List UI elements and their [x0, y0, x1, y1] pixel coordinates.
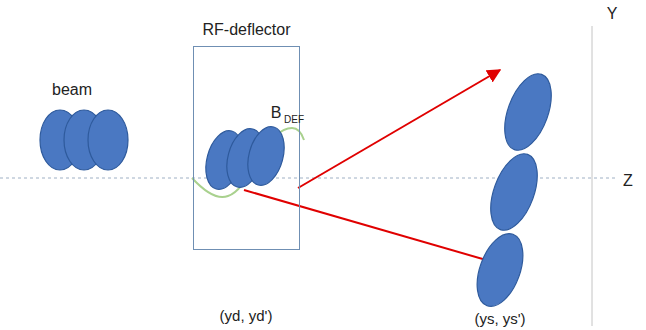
screen-bunches: [468, 68, 560, 313]
y-axis: [592, 26, 593, 326]
field-symbol: B: [271, 104, 282, 122]
field-subscript: DEF: [284, 114, 304, 125]
coordinate-label: (yd, yd'): [220, 308, 273, 325]
bunch: [482, 148, 547, 237]
beam-label: beam: [52, 81, 92, 99]
axis-label: Z: [623, 172, 633, 190]
incoming-bunches: [40, 110, 128, 170]
box-heading: RF-deflector: [202, 21, 290, 39]
deflector-box: RF-deflector: [193, 46, 300, 250]
axis-label: Y: [607, 5, 618, 23]
bunch: [88, 110, 128, 170]
bunch: [468, 227, 532, 312]
trajectory-arrow: [244, 190, 500, 264]
bunch: [242, 123, 290, 190]
trajectory-arrow: [298, 70, 500, 188]
bunch: [496, 68, 561, 157]
coordinate-label: (ys, ys'): [474, 311, 525, 328]
deflected-bunches: [200, 123, 290, 194]
